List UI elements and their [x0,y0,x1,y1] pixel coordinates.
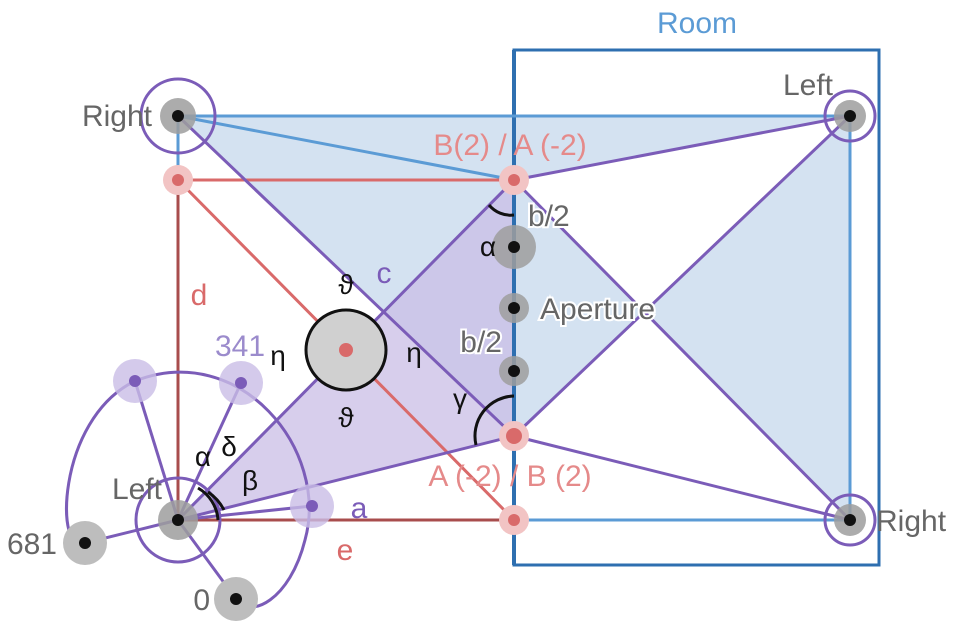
theta-bottom-label: ϑ [338,402,354,433]
purple-cross-2 [512,114,852,438]
red-point-b2 [508,174,520,186]
purple-cross-1 [512,178,852,522]
handle-341-1-dot [129,375,141,387]
angle-arc-left-beta [207,490,226,511]
angle-arc-gamma [473,394,515,446]
delta-label: δ [221,431,237,462]
aperture-point-1 [508,241,520,253]
right-bottom-ring [823,493,877,547]
speaker-right-top [172,110,184,122]
side-c-label: c [377,257,392,290]
half-b-bottom-label: b/2 [460,326,502,359]
alpha-left-label: α [195,441,211,472]
num-681-label: 681 [7,528,57,561]
point-b2-a2-label: B(2) / A (-2) [433,129,586,162]
right-top-label: Right [82,100,153,133]
left-top-ring [823,89,877,143]
right-bottom-label: Right [876,505,947,538]
left-top-label: Left [783,69,834,102]
point-a2-b2-label: A (-2) / B (2) [428,460,591,493]
alpha-top-label: α [480,231,496,262]
purple-right-to-a2 [176,114,516,438]
aperture-point-2 [508,302,520,314]
handle-681-dot [79,537,91,549]
angle-arc-left-alpha [197,486,220,521]
red-point-center [339,343,353,357]
room-label: Room [657,7,737,40]
side-a-label: a [351,492,368,525]
purple-b2-to-left [513,114,851,182]
side-d-label: d [191,279,208,312]
blue-right-to-b2 [177,114,515,182]
num-0-label: 0 [193,584,210,617]
speaker-right-bottom [844,514,856,526]
aperture-label: Aperture [540,293,655,326]
speaker-left-top [844,110,856,122]
beta-label: β [242,465,258,496]
handle-a-dot [306,500,318,512]
gamma-label: γ [453,383,467,414]
right-top-ring [139,77,217,155]
left-bottom-label: Left [112,473,163,506]
num-341-label: 341 [215,330,265,363]
purple-a2-to-right [513,434,851,522]
eta-right-label: η [406,337,422,368]
purple-left-to-handle-2 [176,382,243,521]
red-point-a2 [506,428,522,444]
side-e-label: e [337,534,354,567]
outer-arc-left [65,379,136,546]
speaker-left-bottom [172,514,184,526]
red-point-bottom [508,514,520,526]
blue-bowtie-right [514,116,850,520]
red-point-top-left [172,174,184,186]
purple-left-to-a2 [177,434,515,522]
aperture-point-3 [508,365,520,377]
handle-0-dot [230,593,242,605]
left-bottom-ring [134,476,222,564]
purple-left-to-handle-1 [133,380,180,521]
angle-arc-b2 [487,203,515,217]
theta-top-label: ϑ [338,269,354,300]
half-b-top-label: b/2 [528,200,570,233]
handle-341-2-dot [235,377,247,389]
purple-left-to-a-handle [177,504,313,522]
eta-left-label: η [270,340,286,371]
